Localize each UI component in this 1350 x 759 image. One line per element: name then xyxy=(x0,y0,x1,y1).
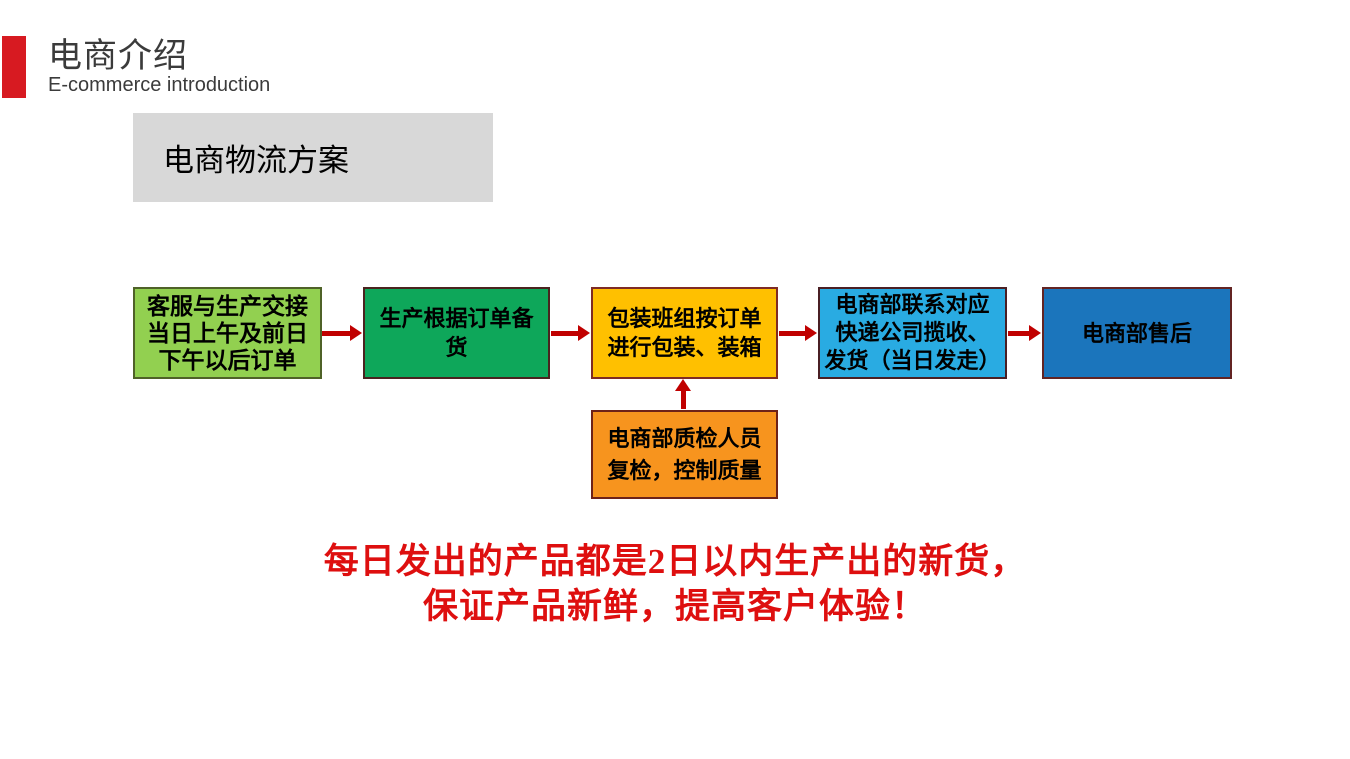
arrow-head xyxy=(675,379,691,391)
arrow-head xyxy=(578,325,590,341)
arrow-shaft xyxy=(551,331,580,336)
flow-arrow-3-icon xyxy=(779,325,817,341)
flow-node-quality-inspection: 电商部质检人员 复检，控制质量 xyxy=(591,410,778,499)
node-line: 电商部质检人员 xyxy=(607,425,762,451)
flow-node-after-sales: 电商部售后 xyxy=(1042,287,1232,379)
flow-node-production-prepares-stock: 生产根据订单备 货 xyxy=(363,287,550,379)
section-label-text: 电商物流方案 xyxy=(163,143,349,178)
section-label-logistics-plan: 电商物流方案 xyxy=(133,113,493,202)
flow-arrow-4-icon xyxy=(1008,325,1041,341)
node-line: 发货（当日发走） xyxy=(824,348,1001,373)
arrow-head xyxy=(1029,325,1041,341)
node-line: 当日上午及前日 xyxy=(147,319,308,346)
arrow-shaft xyxy=(779,331,807,336)
arrow-shaft xyxy=(680,388,686,409)
node-line: 生产根据订单备 xyxy=(379,306,534,331)
node-line: 复检，控制质量 xyxy=(607,457,762,483)
node-line: 电商部售后 xyxy=(1081,320,1192,346)
flow-arrow-2-icon xyxy=(551,325,590,341)
node-line: 包装班组按订单 xyxy=(607,306,762,331)
page-subtitle: E-commerce introduction xyxy=(48,74,271,96)
flow-arrow-up-icon xyxy=(675,379,691,409)
flow-node-courier-pickup-dispatch: 电商部联系对应 快递公司揽收、 发货（当日发走） xyxy=(818,287,1007,379)
node-line: 货 xyxy=(445,335,468,360)
node-line: 客服与生产交接 xyxy=(147,292,308,319)
arrow-head xyxy=(350,325,362,341)
flow-node-packing-team: 包装班组按订单 进行包装、装箱 xyxy=(591,287,778,379)
red-accent-bar xyxy=(2,36,26,98)
node-line: 快递公司揽收、 xyxy=(835,320,990,345)
node-line: 进行包装、装箱 xyxy=(607,335,762,360)
flow-node-customer-service-handover: 客服与生产交接 当日上午及前日 下午以后订单 xyxy=(133,287,322,379)
arrow-shaft xyxy=(1008,331,1031,336)
note-line: 保证产品新鲜，提高客户体验！ xyxy=(422,587,927,626)
node-line: 下午以后订单 xyxy=(158,346,297,373)
arrow-head xyxy=(805,325,817,341)
page-title: 电商介绍 xyxy=(48,37,188,75)
node-line: 电商部联系对应 xyxy=(835,292,990,317)
freshness-note: 每日发出的产品都是2日以内生产出的新货， 保证产品新鲜，提高客户体验！ xyxy=(0,539,1350,629)
flow-arrow-1-icon xyxy=(322,325,362,341)
note-line: 每日发出的产品都是2日以内生产出的新货， xyxy=(323,542,1027,581)
arrow-shaft xyxy=(322,331,352,336)
